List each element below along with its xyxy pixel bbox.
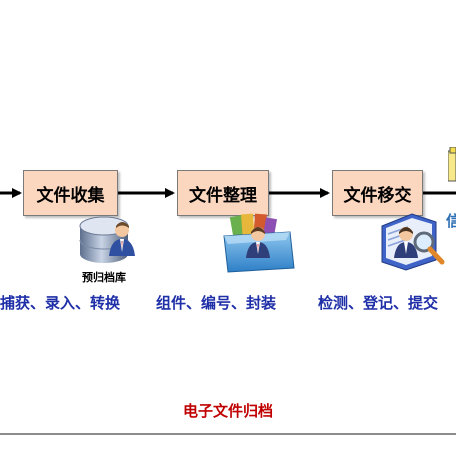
caption-collect: 捕获、录入、转换 [0,294,121,312]
stage-box-collect: 文件收集 [23,170,118,216]
divider [0,433,456,435]
stage-box-transfer: 文件移交 [332,170,423,216]
stage-label: 文件整理 [189,185,257,206]
diagram-title: 电子文件归档 [182,402,273,420]
folder-icon [448,147,456,182]
database-user-icon [79,216,135,263]
stage-label: 文件收集 [36,185,105,206]
database-label: 预归档库 [82,271,126,284]
stage-box-organize: 文件整理 [177,170,269,216]
caption-transfer: 检测、登记、提交 [318,294,439,312]
stage-label: 文件移交 [343,185,412,206]
transfer-inspect-icon [381,213,445,271]
caption-organize: 组件、编号、封装 [156,294,277,312]
organize-files-icon [223,213,295,273]
caption-partial: 信 [446,212,456,230]
